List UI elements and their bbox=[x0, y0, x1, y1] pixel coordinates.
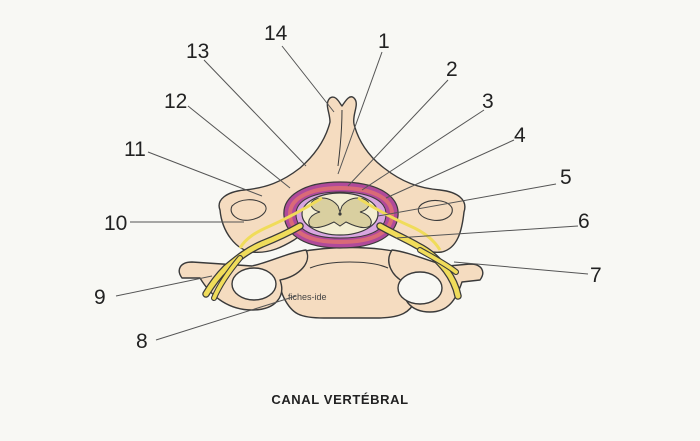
label-7: 7 bbox=[590, 264, 602, 287]
left-nerve-branch-fill bbox=[212, 256, 242, 300]
left-nerve-root-fill bbox=[203, 223, 303, 297]
right-transverse-foramen bbox=[397, 271, 443, 305]
right-articular-facet bbox=[417, 199, 453, 221]
leader-12 bbox=[187, 105, 291, 189]
dura-mater bbox=[287, 185, 395, 245]
label-3: 3 bbox=[482, 90, 494, 113]
leader-5 bbox=[377, 183, 557, 217]
diagram-caption: CANAL VERTÉBRAL bbox=[271, 392, 408, 407]
vertebral-body bbox=[279, 246, 421, 319]
leader-1 bbox=[337, 51, 383, 175]
spinal-nerves bbox=[202, 196, 462, 301]
number-labels: 1 2 3 4 5 6 7 8 9 10 11 12 13 14 bbox=[94, 22, 602, 353]
leader-14 bbox=[281, 45, 335, 113]
leader-2 bbox=[347, 79, 449, 187]
left-posterior-root bbox=[238, 196, 323, 249]
label-4: 4 bbox=[514, 124, 526, 147]
spinous-process-ridge bbox=[337, 109, 343, 167]
leader-3 bbox=[361, 109, 485, 191]
label-10: 10 bbox=[104, 212, 127, 235]
leader-4 bbox=[385, 139, 515, 199]
label-8: 8 bbox=[136, 330, 148, 353]
label-13: 13 bbox=[186, 40, 209, 63]
leader-lines bbox=[115, 45, 589, 341]
right-nerve-branch-fill bbox=[418, 248, 458, 274]
label-1: 1 bbox=[378, 30, 390, 53]
central-canal bbox=[338, 212, 342, 216]
leader-6 bbox=[395, 225, 579, 239]
leader-7 bbox=[453, 261, 589, 275]
leader-8 bbox=[155, 295, 297, 341]
vertebral-body-shading bbox=[309, 261, 389, 269]
spinal-canal bbox=[283, 181, 399, 249]
label-14: 14 bbox=[264, 22, 288, 45]
label-12: 12 bbox=[164, 90, 187, 113]
label-6: 6 bbox=[578, 210, 590, 233]
leader-9 bbox=[115, 275, 213, 297]
leader-11 bbox=[147, 151, 263, 197]
vertebra bbox=[178, 96, 484, 319]
left-transverse-foramen bbox=[231, 267, 277, 301]
label-2: 2 bbox=[446, 58, 458, 81]
watermark: fiches-ide bbox=[288, 292, 327, 302]
label-5: 5 bbox=[560, 166, 572, 189]
label-11: 11 bbox=[124, 138, 146, 161]
leader-13 bbox=[203, 59, 307, 167]
label-9: 9 bbox=[94, 286, 106, 309]
right-posterior-root bbox=[357, 196, 442, 251]
left-articular-facet bbox=[230, 199, 267, 221]
